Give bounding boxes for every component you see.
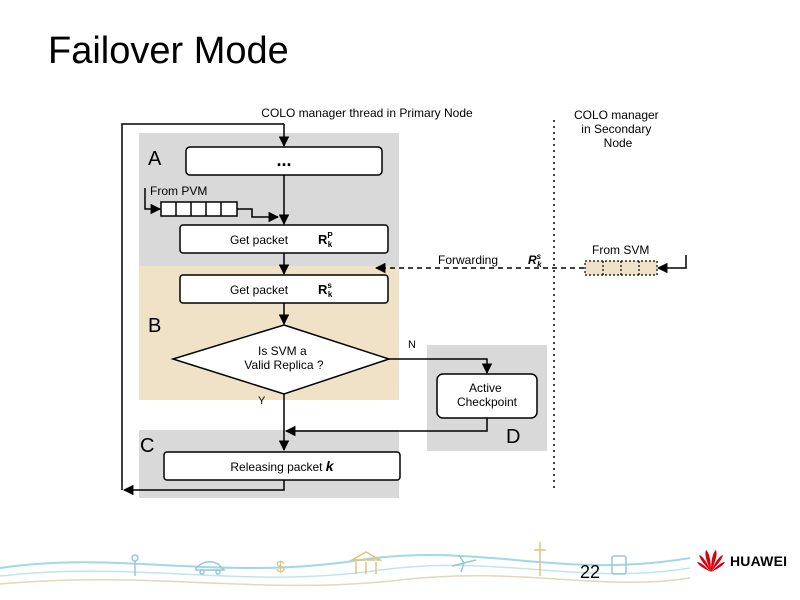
huawei-brand: HUAWEI [696, 548, 787, 574]
branch-yes-label: Y [258, 395, 266, 407]
secondary-header-line-2: in Secondary [581, 122, 651, 136]
dollar-icon: $ [276, 559, 285, 576]
secondary-header-line-1: COLO manager [574, 108, 659, 122]
from-svm-bracket [656, 255, 687, 274]
region-d-label: D [506, 426, 520, 448]
from-svm-label: From SVM [592, 243, 649, 257]
person-icon [131, 554, 139, 576]
secondary-header-line-3: Node [604, 136, 633, 150]
huawei-logo-icon [697, 550, 725, 572]
from-pvm-label: From PVM [150, 184, 207, 198]
region-b-label: B [148, 315, 161, 337]
active-checkpoint-text: Active Checkpoint [457, 381, 518, 409]
checkpoint-return-arrow [284, 418, 488, 437]
get-packet-secondary-label: Get packet [230, 283, 289, 297]
get-packet-primary-label: Get packet [230, 233, 289, 247]
slide-title: Failover Mode [48, 30, 289, 72]
region-a-label: A [148, 148, 162, 170]
releasing-packet-box [163, 451, 401, 481]
primary-node-header: COLO manager thread in Primary Node [261, 106, 473, 120]
pvm-packet-queue [160, 201, 238, 217]
svm-packet-queue [584, 260, 658, 276]
phone-icon [611, 555, 627, 575]
release-to-loop-line [122, 480, 285, 496]
bank-icon [349, 551, 383, 574]
decision-text: Is SVM a Valid Replica ? [244, 344, 323, 372]
airplane-icon [451, 554, 477, 573]
secondary-node-header: COLO manager in Secondary Node [574, 108, 662, 150]
tower-icon [534, 542, 546, 576]
footer-wave-decoration: $ [0, 542, 691, 587]
branch-no-label: N [408, 339, 416, 351]
ellipsis-text: ... [276, 150, 291, 170]
brand-name: HUAWEI [730, 553, 788, 569]
from-pvm-bracket [144, 188, 162, 215]
no-branch-arrow [389, 358, 493, 375]
pvm-queue-arrow [237, 208, 280, 223]
forwarding-label: Forwarding [438, 253, 498, 267]
loop-back-line [121, 123, 284, 490]
car-icon [195, 561, 226, 575]
releasing-packet-text: Releasing packet k [230, 458, 334, 474]
region-c-label: C [140, 435, 154, 457]
page-number: 22 [580, 562, 601, 582]
